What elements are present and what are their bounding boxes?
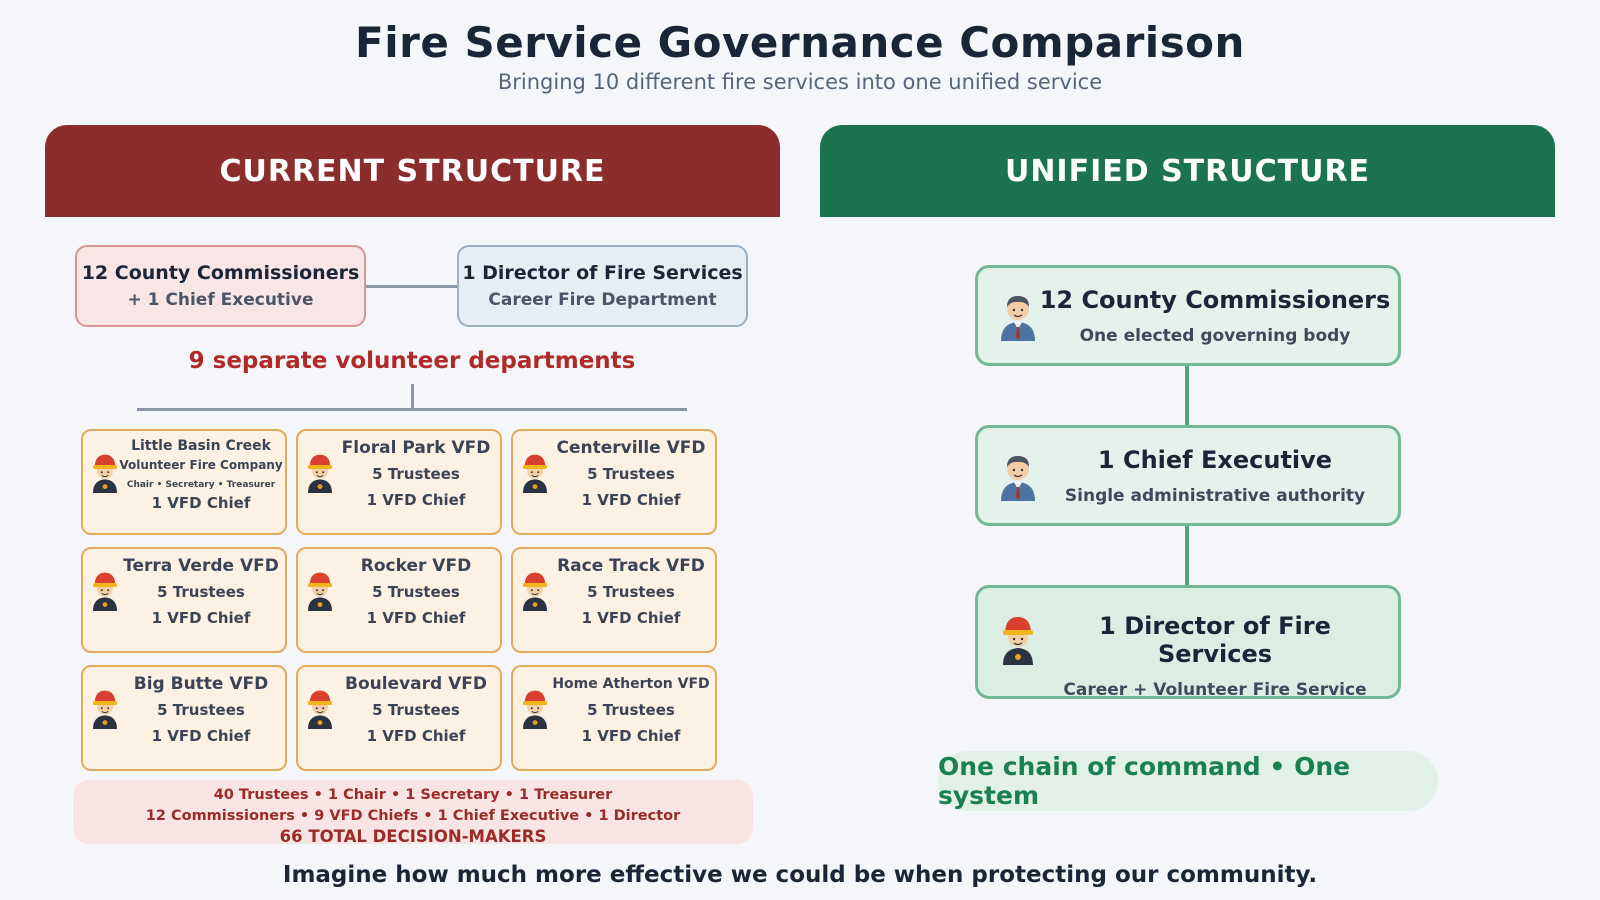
vfd-roles: Chair • Secretary • Treasurer <box>126 480 276 490</box>
unified-commissioners-box: 12 County Commissioners One elected gove… <box>975 265 1401 366</box>
vfd-chief: 1 VFD Chief <box>581 609 681 627</box>
vfd-card-race-track: Race Track VFD 5 Trustees 1 VFD Chief <box>511 547 717 653</box>
unified-director-title: 1 Director of Fire Services <box>1099 612 1331 668</box>
vfd-name: Terra Verde VFD <box>123 556 279 576</box>
unified-structure-header: UNIFIED STRUCTURE <box>820 125 1555 217</box>
vfd-trustees: 5 Trustees <box>587 465 675 483</box>
vfd-trustees: 5 Trustees <box>157 701 245 719</box>
unified-chief-executive-sub: Single administrative authority <box>1064 486 1366 506</box>
current-director-title: 1 Director of Fire Services <box>462 262 743 284</box>
official-person-icon <box>998 290 1038 342</box>
vfd-chief: 1 VFD Chief <box>366 491 466 509</box>
decision-makers-totals: 40 Trustees • 1 Chair • 1 Secretary • 1 … <box>73 780 753 846</box>
current-director-box: 1 Director of Fire Services Career Fire … <box>457 245 748 327</box>
firefighter-icon <box>304 689 336 729</box>
vfd-card-rocker: Rocker VFD 5 Trustees 1 VFD Chief <box>296 547 502 653</box>
vfd-card-big-butte: Big Butte VFD 5 Trustees 1 VFD Chief <box>81 665 287 771</box>
vfd-card-boulevard: Boulevard VFD 5 Trustees 1 VFD Chief <box>296 665 502 771</box>
vfd-trustees: 5 Trustees <box>587 701 675 719</box>
vfd-card-floral-park: Floral Park VFD 5 Trustees 1 VFD Chief <box>296 429 502 535</box>
vfd-name: Floral Park VFD <box>341 438 491 458</box>
chain-connector-line <box>1185 366 1189 425</box>
page-subtitle: Bringing 10 different fire services into… <box>497 70 1103 94</box>
vfd-name: Home Atherton VFD <box>552 676 710 692</box>
firefighter-icon <box>304 571 336 611</box>
totals-line-2: 12 Commissioners • 9 VFD Chiefs • 1 Chie… <box>145 808 681 824</box>
volunteer-departments-heading: 9 separate volunteer departments <box>188 348 636 374</box>
firefighter-icon <box>519 571 551 611</box>
vfd-chief: 1 VFD Chief <box>151 494 251 512</box>
vfd-chief: 1 VFD Chief <box>366 609 466 627</box>
vfd-trustees: 5 Trustees <box>372 583 460 601</box>
firefighter-icon <box>998 612 1038 668</box>
vfd-trustees: 5 Trustees <box>587 583 675 601</box>
unified-director-sub: Career + Volunteer Fire Service <box>1063 680 1367 700</box>
branch-horizontal-line <box>137 408 687 411</box>
vfd-card-home-atherton: Home Atherton VFD 5 Trustees 1 VFD Chief <box>511 665 717 771</box>
vfd-trustees: 5 Trustees <box>157 583 245 601</box>
firefighter-icon <box>304 453 336 493</box>
vfd-chief: 1 VFD Chief <box>581 491 681 509</box>
vfd-card-little-basin-creek: Little Basin Creek Volunteer Fire Compan… <box>81 429 287 535</box>
vfd-chief: 1 VFD Chief <box>366 727 466 745</box>
chain-connector-line <box>1185 526 1189 585</box>
vfd-name: Little Basin Creek <box>131 438 271 454</box>
totals-line-3: 66 TOTAL DECISION-MAKERS <box>279 827 547 846</box>
vfd-card-terra-verde: Terra Verde VFD 5 Trustees 1 VFD Chief <box>81 547 287 653</box>
vfd-name: Rocker VFD <box>360 556 472 576</box>
vfd-chief: 1 VFD Chief <box>581 727 681 745</box>
current-director-sub: Career Fire Department <box>488 290 717 310</box>
vfd-name: Centerville VFD <box>556 438 706 458</box>
current-commissioners-box: 12 County Commissioners + 1 Chief Execut… <box>75 245 366 327</box>
firefighter-icon <box>89 571 121 611</box>
vfd-chief: 1 VFD Chief <box>151 727 251 745</box>
vfd-name: Race Track VFD <box>557 556 705 576</box>
firefighter-icon <box>519 689 551 729</box>
page-title: Fire Service Governance Comparison <box>355 18 1245 67</box>
vfd-card-centerville: Centerville VFD 5 Trustees 1 VFD Chief <box>511 429 717 535</box>
unified-chief-executive-title: 1 Chief Executive <box>1097 446 1333 474</box>
vfd-name: Big Butte VFD <box>133 674 269 694</box>
top-connector-line <box>366 285 457 288</box>
current-commissioners-sub: + 1 Chief Executive <box>127 290 314 310</box>
current-structure-header: CURRENT STRUCTURE <box>45 125 780 217</box>
branch-vertical-line <box>411 384 414 410</box>
vfd-name: Boulevard VFD <box>344 674 487 694</box>
official-person-icon <box>998 450 1038 502</box>
vfd-chief: 1 VFD Chief <box>151 609 251 627</box>
unified-commissioners-sub: One elected governing body <box>1079 326 1351 346</box>
unified-commissioners-title: 12 County Commissioners <box>1039 286 1391 314</box>
vfd-name-line2: Volunteer Fire Company <box>119 458 283 472</box>
firefighter-icon <box>519 453 551 493</box>
unified-chief-executive-box: 1 Chief Executive Single administrative … <box>975 425 1401 526</box>
chain-of-command-pill: One chain of command • One system <box>938 751 1438 811</box>
vfd-trustees: 5 Trustees <box>372 465 460 483</box>
unified-director-box: 1 Director of Fire Services Career + Vol… <box>975 585 1401 700</box>
current-commissioners-title: 12 County Commissioners <box>81 262 360 284</box>
totals-line-1: 40 Trustees • 1 Chair • 1 Secretary • 1 … <box>213 787 613 803</box>
closing-statement: Imagine how much more effective we could… <box>282 862 1318 888</box>
firefighter-icon <box>89 689 121 729</box>
firefighter-icon <box>89 453 121 493</box>
vfd-trustees: 5 Trustees <box>372 701 460 719</box>
